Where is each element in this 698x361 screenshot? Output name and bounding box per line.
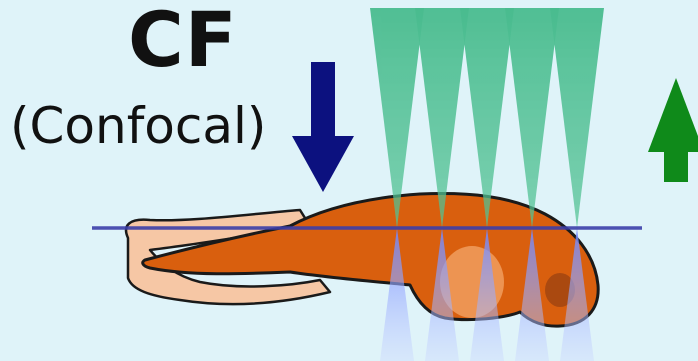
excitation-beam	[505, 8, 559, 228]
diagram-title: CF	[128, 2, 238, 78]
arrow-down-icon	[292, 62, 354, 192]
diagram-subtitle: (Confocal)	[10, 98, 266, 154]
arrow-up-icon	[648, 78, 698, 182]
excitation-beam	[550, 8, 604, 228]
